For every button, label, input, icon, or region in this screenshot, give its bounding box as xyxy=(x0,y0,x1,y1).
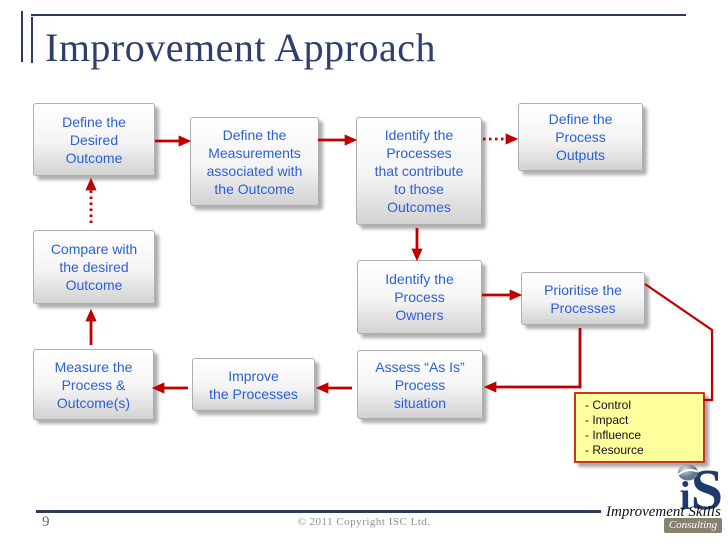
title-accent-line xyxy=(31,17,33,63)
node-label: Define the Process Outputs xyxy=(548,111,613,163)
node-label: Prioritise the Processes xyxy=(544,281,622,316)
node-improve-processes: Improve the Processes xyxy=(192,358,315,411)
node-define-process-outputs: Define the Process Outputs xyxy=(518,103,643,171)
node-label: Assess “As Is” Process situation xyxy=(375,358,465,411)
company-logo: iS Improvement Skills Consulting xyxy=(600,460,725,540)
logo-company-name: Improvement Skills xyxy=(606,504,721,520)
node-compare-with-desired: Compare with the desired Outcome xyxy=(33,230,155,304)
globe-swirl-icon xyxy=(677,464,698,481)
page-title: Improvement Approach xyxy=(45,25,436,70)
node-label: Identify the Process Owners xyxy=(385,271,454,323)
header-left-tick xyxy=(21,11,23,62)
criteria-note: - Control - Impact - Influence - Resourc… xyxy=(574,392,705,463)
node-label: Compare with the desired Outcome xyxy=(50,241,138,293)
footer-rule xyxy=(36,510,601,513)
node-label: Define the Desired Outcome xyxy=(62,113,126,166)
node-label: Define the Measurements associated with … xyxy=(206,126,303,197)
node-assess-as-is: Assess “As Is” Process situation xyxy=(357,350,483,419)
header-rule xyxy=(31,14,686,16)
node-prioritise-processes: Prioritise the Processes xyxy=(521,272,645,325)
logo-letter-i: i xyxy=(679,473,691,518)
node-label: Identify the Processes that contribute t… xyxy=(374,127,464,215)
node-identify-processes: Identify the Processes that contribute t… xyxy=(356,117,482,225)
node-define-desired-outcome: Define the Desired Outcome xyxy=(33,103,155,176)
arrow-prioritise-to-assess xyxy=(483,328,582,393)
node-define-measurements: Define the Measurements associated with … xyxy=(190,117,319,206)
page-number: 9 xyxy=(42,514,50,530)
node-identify-process-owners: Identify the Process Owners xyxy=(357,260,482,334)
node-label: Improve the Processes xyxy=(209,367,298,402)
logo-consulting-badge: Consulting xyxy=(664,518,722,533)
node-measure-process-outcomes: Measure the Process & Outcome(s) xyxy=(33,349,154,420)
node-label: Measure the Process & Outcome(s) xyxy=(54,358,133,411)
criteria-note-text: - Control - Impact - Influence - Resourc… xyxy=(585,397,644,457)
connector-prioritise-to-note xyxy=(644,283,714,402)
copyright-text: © 2011 Copyright ISC Ltd. xyxy=(297,516,431,528)
